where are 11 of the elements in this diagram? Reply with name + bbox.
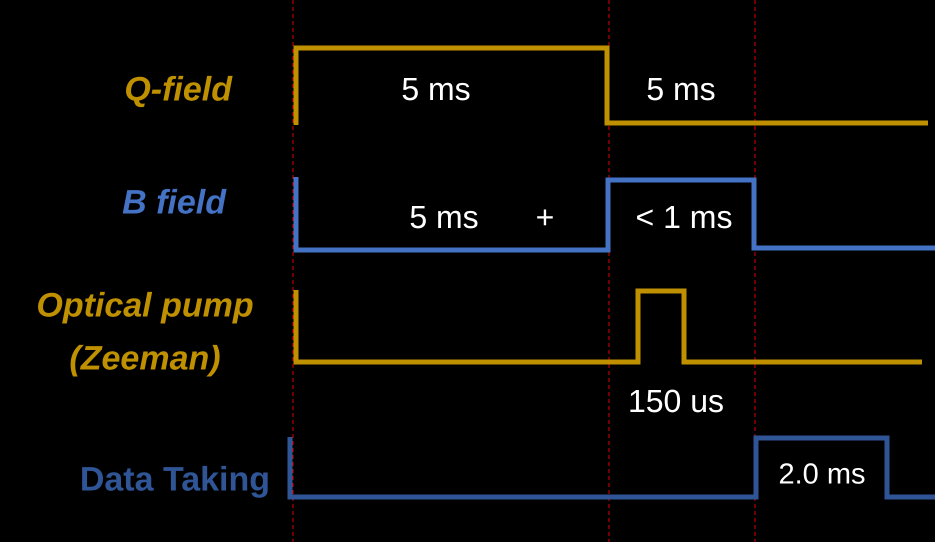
signal-name: Data Taking xyxy=(78,460,270,501)
signal-name: Q-field xyxy=(123,70,232,111)
duration-label: 150 us xyxy=(626,382,726,422)
duration-label: 5 ms xyxy=(408,198,480,238)
signal-name: Optical pump (Zeeman) xyxy=(35,285,255,379)
plus-sign: + xyxy=(534,198,556,238)
signal-name: B field xyxy=(121,182,226,224)
duration-label: 5 ms xyxy=(645,70,717,110)
duration-label: < 1 ms xyxy=(634,198,734,238)
duration-label: 5 ms xyxy=(400,70,472,110)
duration-label: 2.0 ms xyxy=(777,458,867,493)
